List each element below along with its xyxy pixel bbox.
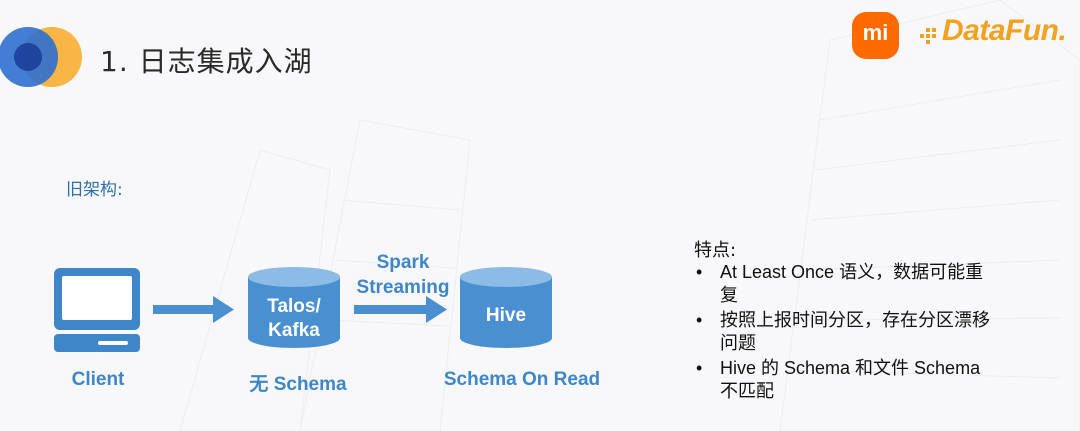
client-caption: Client bbox=[71, 369, 125, 390]
mi-logo: mi bbox=[852, 12, 899, 59]
talos-caption: 无 Schema bbox=[249, 374, 347, 395]
hive-caption: Schema On Read bbox=[443, 369, 601, 390]
section-label: 旧架构: bbox=[66, 180, 123, 200]
talos-kafka-cylinder bbox=[248, 267, 340, 348]
edge-label-line1: Spark bbox=[376, 252, 430, 273]
feature-item: At Least Once 语义，数据可能重复 bbox=[694, 261, 994, 307]
feature-item: Hive 的 Schema 和文件 Schema 不匹配 bbox=[694, 357, 994, 403]
arrow-talos-to-hive bbox=[354, 296, 447, 323]
talos-label-line2: Kafka bbox=[268, 320, 320, 341]
hive-node-label: Hive bbox=[485, 305, 527, 326]
arrow-client-to-talos bbox=[153, 296, 234, 323]
client-computer-icon bbox=[54, 268, 140, 352]
datafun-logo: DataFun. bbox=[942, 14, 1067, 47]
mi-logo-text: mi bbox=[862, 20, 889, 45]
talos-label-line1: Talos/ bbox=[267, 296, 321, 317]
feature-item: 按照上报时间分区，存在分区漂移问题 bbox=[694, 309, 994, 355]
spark-streaming-label: Spark Streaming bbox=[346, 250, 460, 300]
features-heading: 特点: bbox=[694, 240, 737, 261]
talos-node-label: Talos/ Kafka bbox=[248, 295, 340, 343]
page-title: 1. 日志集成入湖 bbox=[100, 45, 313, 78]
hive-cylinder bbox=[460, 267, 552, 348]
features-list: At Least Once 语义，数据可能重复 按照上报时间分区，存在分区漂移问… bbox=[694, 261, 994, 405]
edge-label-line2: Streaming bbox=[356, 277, 450, 298]
datafun-dots-icon bbox=[920, 28, 936, 44]
header-circles-logo bbox=[0, 27, 82, 87]
